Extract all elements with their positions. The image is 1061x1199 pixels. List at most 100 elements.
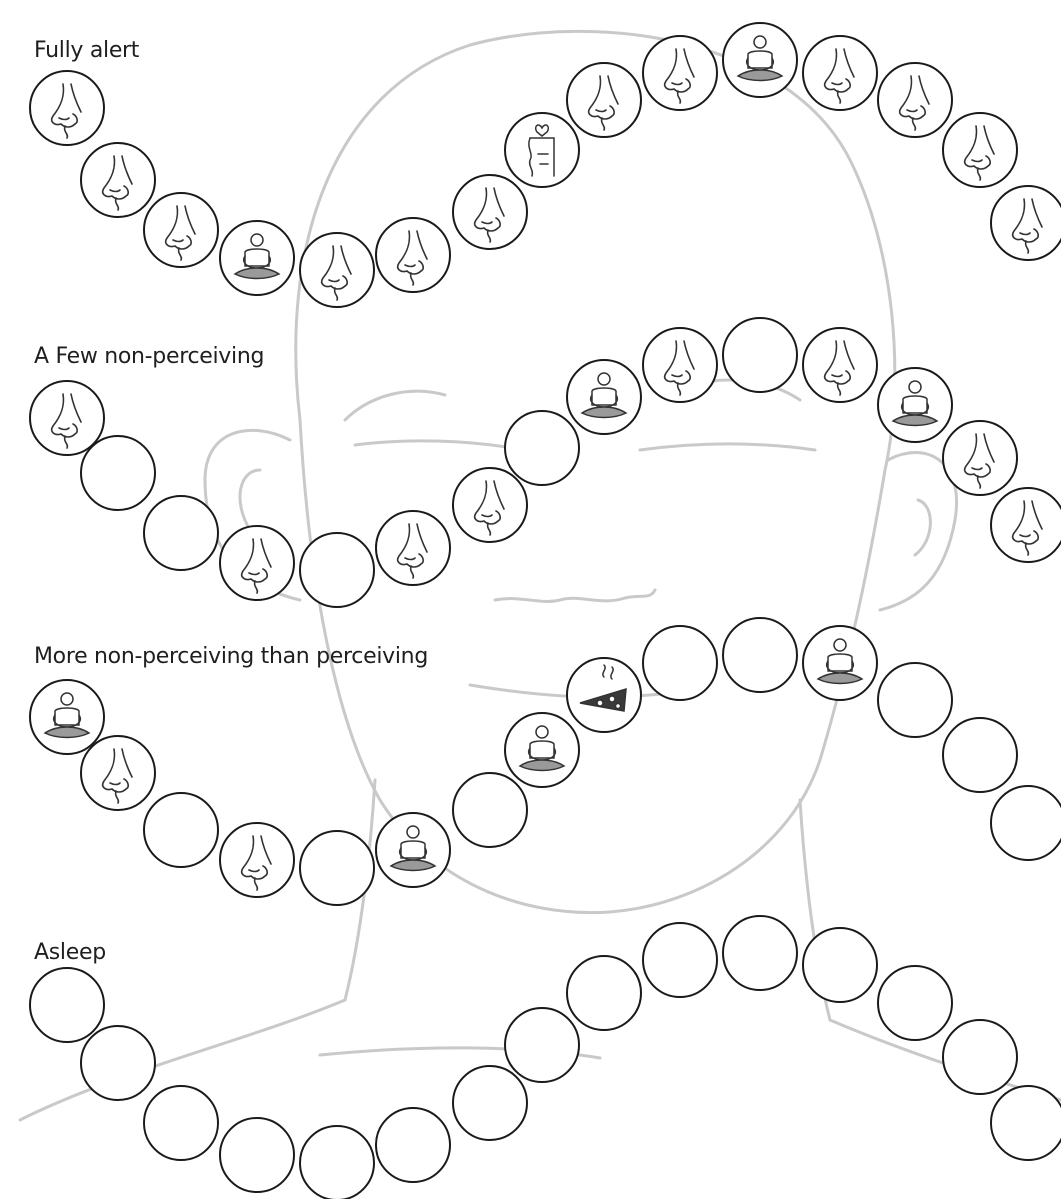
bead-empty [722,317,798,393]
bead-circle [990,185,1061,261]
row-label-fully-alert: Fully alert [34,38,140,63]
bead [942,112,1018,188]
bead-circle [219,220,295,296]
nose-icon [663,340,695,396]
bead-circle [452,1065,528,1141]
bead [990,487,1061,563]
bead [642,327,718,403]
bead-circle [942,717,1018,793]
bead [566,359,642,435]
bead-circle [566,359,642,435]
bead-circle [990,785,1061,861]
bead-empty [942,1019,1018,1095]
meditator-icon [580,372,628,419]
bead-circle [219,822,295,898]
bead-circle [452,174,528,250]
row-label-few-non-perceiving: A Few non-perceiving [34,344,265,369]
meditator-icon [736,35,784,82]
bead-empty [722,915,798,991]
nose-icon [1011,500,1043,556]
nose-icon [823,340,855,396]
bead [877,62,953,138]
nose-icon [101,155,133,211]
bead-empty [990,785,1061,861]
bead-empty [80,435,156,511]
bead [990,185,1061,261]
nose-icon [50,393,82,449]
bead-circle [942,112,1018,188]
bead-circle [143,192,219,268]
bead-circle [452,467,528,543]
meditator-icon [43,692,91,739]
bead-circle [80,1025,156,1101]
bead-circle [80,735,156,811]
bead-empty [566,955,642,1031]
bead [452,467,528,543]
bead-string-row [29,617,1061,906]
bead-empty [722,617,798,693]
bead-empty [143,1085,219,1161]
bead [375,510,451,586]
bead-empty [942,717,1018,793]
bead [29,380,105,456]
bead-circle [375,217,451,293]
bead [375,812,451,888]
bead-empty [219,1117,295,1193]
bead-circle [504,112,580,188]
bead-empty [299,532,375,608]
bead-circle [219,525,295,601]
bead-circle [299,830,375,906]
bead-circle [299,232,375,308]
bead-circle [942,1019,1018,1095]
bead-circle [642,327,718,403]
nose-icon [50,83,82,139]
nose-icon [396,230,428,286]
bead-empty [802,927,878,1003]
bead-empty [299,1125,375,1199]
bead-empty [452,1065,528,1141]
bead-circle [566,955,642,1031]
bead-circle [802,327,878,403]
bead-circle [722,22,798,98]
meditator-icon [389,825,437,872]
bead [722,22,798,98]
nose-icon [164,205,196,261]
bead [802,625,878,701]
bead [942,420,1018,496]
bead-circle [143,792,219,868]
bead [219,525,295,601]
nose-icon [963,125,995,181]
bead-circle [504,410,580,486]
bead [299,232,375,308]
bead-string-row [29,915,1061,1199]
bead-circle [877,965,953,1041]
bead-circle [29,380,105,456]
bead-empty [452,772,528,848]
bead [802,327,878,403]
bead [566,657,642,733]
bead [219,822,295,898]
bead-circle [29,70,105,146]
bead [802,35,878,111]
meditator-icon [233,233,281,280]
meditator-icon [816,638,864,685]
row-label-more-non-perceiving: More non-perceiving than perceiving [34,644,428,669]
bead-empty [504,410,580,486]
bead-empty [299,830,375,906]
nose-icon [320,245,352,301]
bead [29,679,105,755]
bead-circle [642,35,718,111]
bead [29,70,105,146]
bead-circle [504,712,580,788]
bead [642,35,718,111]
nose-icon [101,748,133,804]
bead [566,62,642,138]
bead-empty [143,495,219,571]
bead-circle [219,1117,295,1193]
bead-circle [877,662,953,738]
bead-circle [877,367,953,443]
bead-circle [990,487,1061,563]
bead-circle [942,420,1018,496]
nose-icon [898,75,930,131]
bead-circle [722,617,798,693]
